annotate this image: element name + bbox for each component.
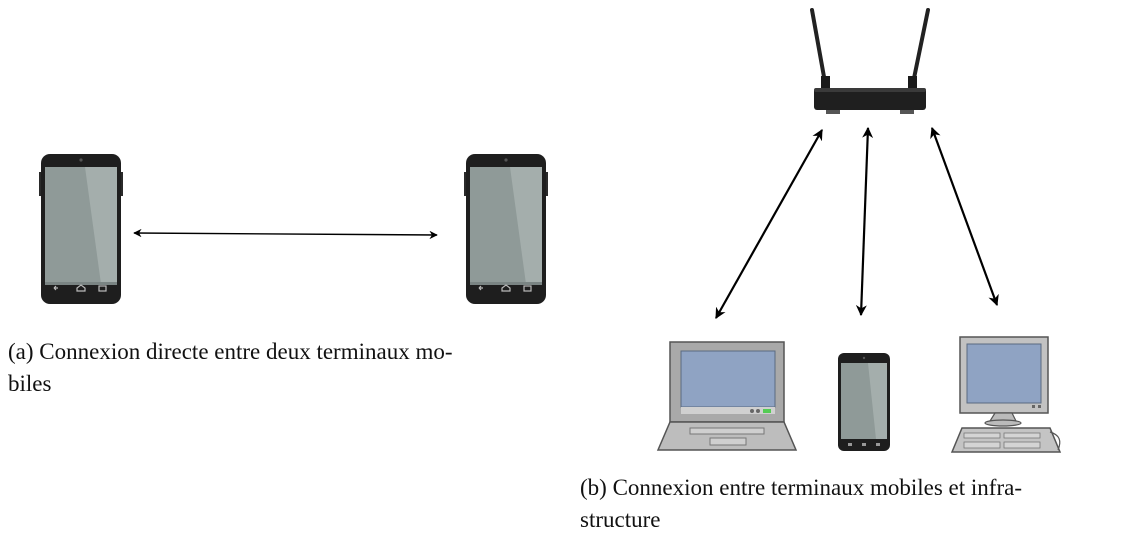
router-desktop-arrow <box>930 126 999 307</box>
smartphone-icon-small <box>838 353 890 451</box>
router-laptop-arrow <box>715 129 823 319</box>
smartphone-icon-right <box>463 153 549 305</box>
caption-b-line1: (b) Connexion entre terminaux mobiles et… <box>580 475 1022 500</box>
desktop-computer-icon <box>950 336 1062 453</box>
caption-b-line2: structure <box>580 507 661 532</box>
router-phone-arrow <box>855 126 874 317</box>
wifi-router-icon <box>810 8 930 114</box>
caption-a-line2: biles <box>8 371 52 396</box>
laptop-icon <box>656 341 798 451</box>
caption-a: (a) Connexion directe entre deux termina… <box>8 336 588 400</box>
smartphone-icon-left <box>38 153 124 305</box>
caption-a-line1: (a) Connexion directe entre deux termina… <box>8 339 453 364</box>
caption-b: (b) Connexion entre terminaux mobiles et… <box>580 472 1147 536</box>
direct-connection-arrow <box>133 228 438 240</box>
